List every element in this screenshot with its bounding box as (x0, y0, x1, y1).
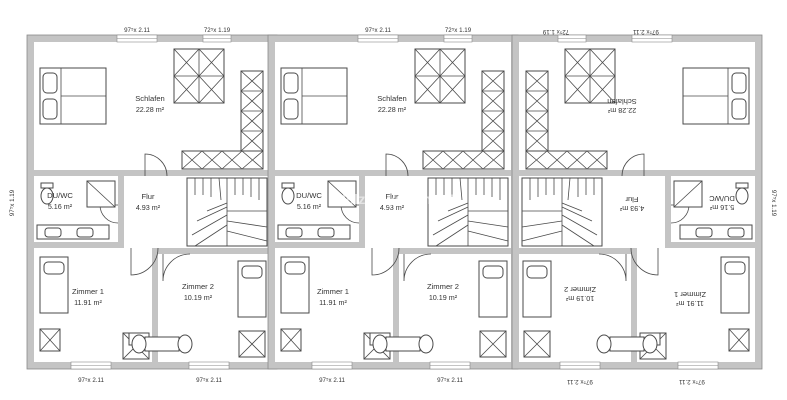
room-area-zimmer1: 11.91 m² (74, 298, 102, 307)
unit-3-labels: Schlafen 22.28 m² DU/WC 5.16 m² Flur 4.9… (542, 28, 777, 385)
window-label-side: 97⁵x 1.19 (770, 190, 777, 217)
room-name-duwc: DU/WC (709, 194, 735, 203)
window-label-side: 97⁵x 1.19 (9, 189, 16, 216)
room-name-flur: Flur (141, 192, 155, 201)
room-area-duwc: 5.16 m² (297, 202, 322, 211)
room-area-flur: 4.93 m² (619, 204, 644, 213)
room-area-zimmer1: 11.91 m² (319, 298, 347, 307)
window-label-bottom-right: 97⁵x 2.11 (196, 377, 222, 384)
unit-1-labels: Schlafen 22.28 m² DU/WC 5.16 m² Flur 4.9… (9, 27, 231, 384)
room-name-duwc: DU/WC (296, 191, 322, 200)
window-label-bottom-right: 97⁵x 2.11 (437, 377, 463, 384)
room-name-zimmer2: Zimmer 2 (427, 282, 459, 291)
window-label-top-right: 72⁵x 1.19 (204, 27, 231, 34)
room-area-zimmer1: 11.91 m² (675, 299, 703, 308)
window-label-top-left: 97⁵x 2.11 (124, 27, 150, 34)
window-label-top-left: 97⁵x 2.11 (365, 27, 391, 34)
watermark: Holz Bayer GmbH (336, 191, 454, 207)
window-label-top-right: 72⁵x 1.19 (445, 27, 472, 34)
room-area-zimmer2: 10.19 m² (184, 293, 213, 302)
room-name-schlafen: Schlafen (377, 94, 407, 103)
unit-2-labels: Schlafen 22.28 m² DU/WC 5.16 m² Flur 4.9… (296, 27, 472, 384)
room-area-schlafen: 22.28 m² (136, 105, 165, 114)
room-name-schlafen: Schlafen (135, 94, 165, 103)
room-area-duwc: 5.16 m² (48, 202, 73, 211)
room-name-zimmer1: Zimmer 1 (674, 290, 706, 299)
window-label-bottom-left: 97⁵x 2.11 (319, 377, 345, 384)
room-area-flur: 4.93 m² (136, 203, 161, 212)
window-label-bottom-right: 97⁵x 2.11 (567, 378, 593, 385)
room-area-zimmer2: 10.19 m² (565, 294, 594, 303)
room-area-duwc: 5.16 m² (709, 203, 734, 212)
window-label-bottom-left: 97⁵x 2.11 (679, 378, 705, 385)
room-name-duwc: DU/WC (47, 191, 73, 200)
room-name-schlafen: Schlafen (607, 97, 637, 106)
window-label-top-right: 72⁵x 1.19 (542, 28, 569, 35)
window-label-top-left: 97⁵x 2.11 (633, 28, 659, 35)
room-name-flur: Flur (625, 195, 639, 204)
room-area-flur: 4.93 m² (380, 203, 405, 212)
room-name-zimmer2: Zimmer 2 (182, 282, 214, 291)
window-label-bottom-left: 97⁵x 2.11 (78, 377, 104, 384)
room-name-zimmer1: Zimmer 1 (72, 287, 104, 296)
room-name-zimmer2: Zimmer 2 (564, 285, 596, 294)
room-area-schlafen: 22.28 m² (378, 105, 407, 114)
room-name-flur: Flur (385, 192, 399, 201)
room-area-schlafen: 22.28 m² (607, 106, 636, 115)
room-name-zimmer1: Zimmer 1 (317, 287, 349, 296)
room-area-zimmer2: 10.19 m² (429, 293, 458, 302)
